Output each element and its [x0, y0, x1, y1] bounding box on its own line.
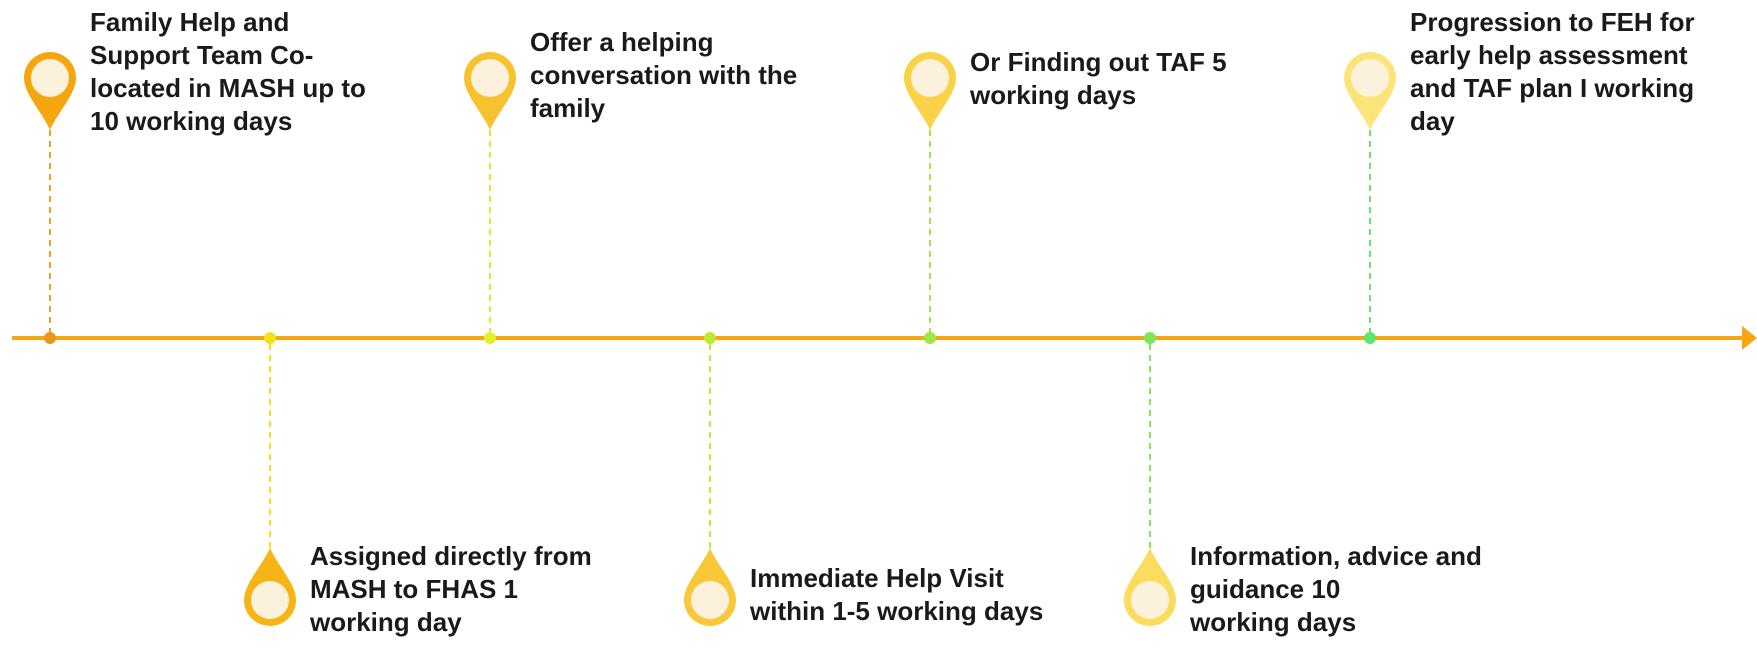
milestone-label: Immediate Help Visit within 1-5 working … — [750, 563, 1044, 626]
milestone-label: Family Help and Support Team Co- located… — [90, 7, 366, 136]
map-pin-center — [1351, 59, 1389, 97]
milestone-label: Information, advice and guidance 10 work… — [1190, 541, 1482, 637]
map-pin-center — [31, 59, 69, 97]
milestone-label: Progression to FEH for early help assess… — [1410, 7, 1695, 136]
map-pin-center — [691, 581, 729, 619]
milestone — [464, 52, 516, 344]
map-pin-center — [251, 581, 289, 619]
timeline-dot — [924, 332, 936, 344]
timeline-dot — [1144, 332, 1156, 344]
map-pin-center — [471, 59, 509, 97]
timeline-dot — [1364, 332, 1376, 344]
milestone-label: Or Finding out TAF 5 working days — [970, 47, 1227, 110]
timeline-arrowhead — [1742, 326, 1757, 350]
milestone — [244, 332, 296, 626]
map-pin-center — [911, 59, 949, 97]
map-pin-center — [1131, 581, 1169, 619]
milestone — [1344, 52, 1396, 344]
milestone — [684, 332, 736, 626]
milestone — [904, 52, 956, 344]
milestone — [1124, 332, 1176, 626]
timeline-dot — [264, 332, 276, 344]
milestone-label: Assigned directly from MASH to FHAS 1 wo… — [310, 541, 592, 637]
milestone-label: Offer a helping conversation with the fa… — [530, 27, 798, 123]
timeline-dot — [704, 332, 716, 344]
timeline-dot — [44, 332, 56, 344]
timeline-dot — [484, 332, 496, 344]
milestone — [24, 52, 76, 344]
